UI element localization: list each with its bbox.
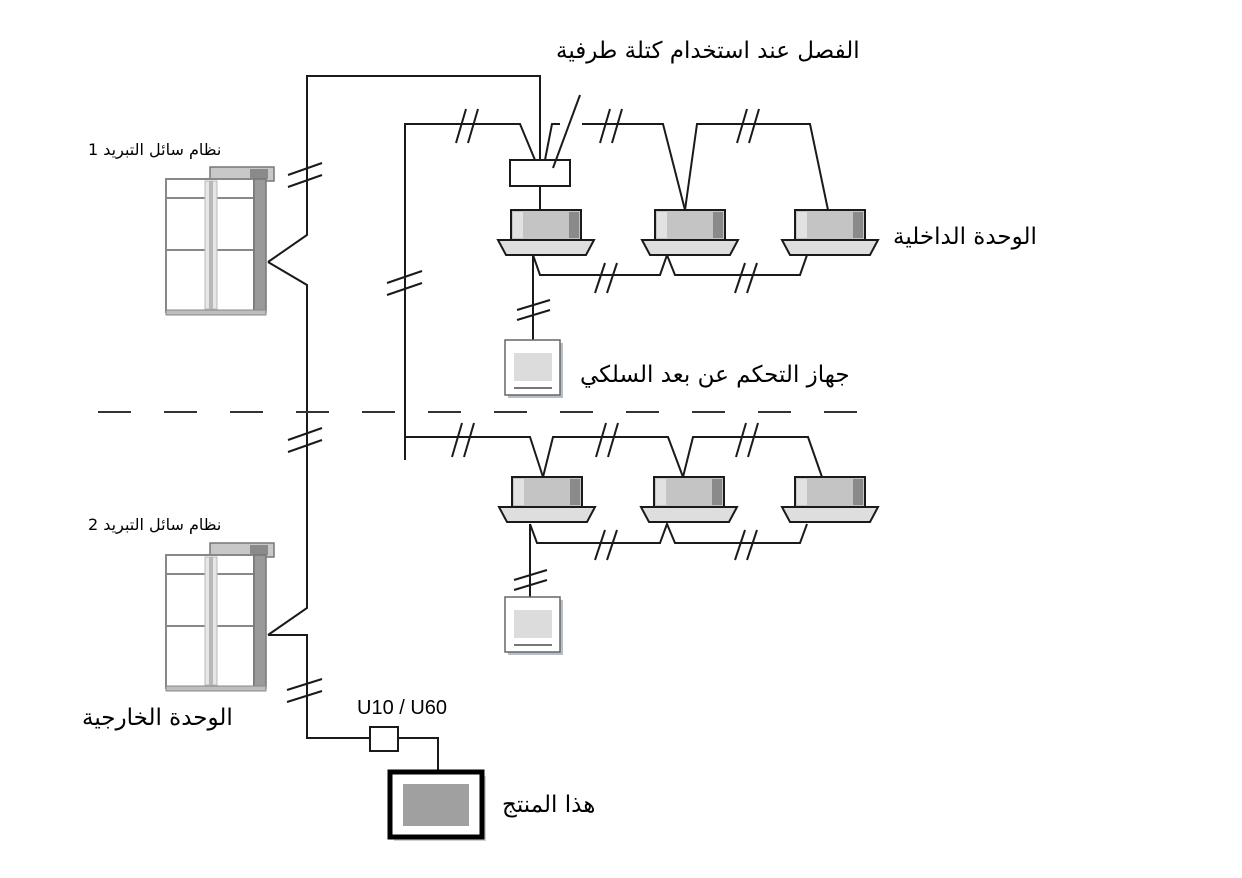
this-product-label: هذا المنتج — [502, 792, 596, 818]
indoor-unit-2-2 — [640, 476, 738, 523]
outdoor-unit-system-1 — [165, 166, 275, 316]
outdoor-unit-label: الوحدة الخارجية — [82, 705, 233, 731]
this-product-device — [387, 769, 486, 841]
indoor-unit-1-2 — [641, 209, 739, 256]
adapter-label: U10 / U60 — [357, 697, 448, 719]
wired-remote-label: جهاز التحكم عن بعد السلكي — [580, 362, 850, 388]
indoor-unit-1-3 — [781, 209, 879, 256]
wired-remote-controller-1 — [504, 339, 564, 399]
wiring-lines — [267, 75, 829, 772]
indoor-unit-1-1 — [497, 209, 595, 256]
refrigerant-system-1-label: نظام سائل التبريد 1 — [88, 140, 222, 159]
refrigerant-system-2-label: نظام سائل التبريد 2 — [88, 515, 222, 534]
separation-note-label: الفصل عند استخدام كتلة طرفية — [556, 38, 860, 64]
outdoor-unit-system-2 — [165, 542, 275, 692]
wired-remote-controller-2 — [504, 596, 564, 656]
indoor-unit-2-1 — [498, 476, 596, 523]
break-marks — [286, 108, 760, 703]
indoor-unit-2-3 — [781, 476, 879, 523]
indoor-unit-label: الوحدة الداخلية — [893, 224, 1037, 250]
